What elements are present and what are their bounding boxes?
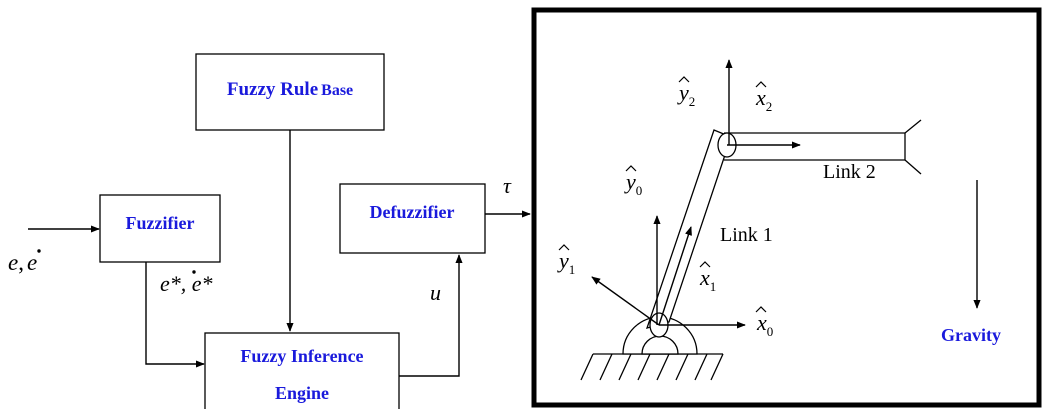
y2-label: y2 <box>677 76 695 109</box>
fuzzifier-label: Fuzzifier <box>126 213 195 233</box>
fuzzified-edot-dot <box>192 270 196 274</box>
link-2 <box>724 119 922 175</box>
frame-labels: x0 y0 x1 y1 x2 y2 <box>557 76 773 339</box>
fuzzified-label: e*, e* <box>160 271 213 296</box>
svg-text:x0: x0 <box>756 310 773 339</box>
svg-text:x2: x2 <box>755 85 772 114</box>
y1-axis-arrow <box>591 276 660 326</box>
svg-text:x1: x1 <box>699 265 716 294</box>
defuzzifier-label: Defuzzifier <box>370 202 455 222</box>
input-label: e,e <box>8 250 37 275</box>
inference-label-line1: Fuzzy Inference <box>240 346 363 366</box>
fuzzifier-to-inference-arrow <box>145 262 205 368</box>
inference-to-defuzzifier-arrow <box>399 254 463 377</box>
y1-label: y1 <box>557 244 575 277</box>
svg-text:y0: y0 <box>624 169 642 198</box>
robot-panel <box>531 7 1042 408</box>
tau-label: τ <box>503 173 512 198</box>
x0-label: x0 <box>755 306 773 339</box>
signal-connections <box>28 130 531 377</box>
ground-hatch <box>580 353 724 381</box>
inference-engine-block: Fuzzy Inference Engine <box>204 332 400 409</box>
link-2-label: Link 2 <box>823 161 876 183</box>
u-label: u <box>430 280 441 305</box>
input-edot-dot <box>37 249 41 253</box>
link-1-label: Link 1 <box>720 224 773 246</box>
x1-axis-arrow <box>658 226 692 326</box>
rule-base-label-base: Base <box>321 82 353 99</box>
svg-text:y1: y1 <box>557 248 575 277</box>
rule-base-label-main: Fuzzy Rule <box>227 79 318 100</box>
svg-text:y2: y2 <box>677 80 695 109</box>
x1-label: x1 <box>699 261 716 294</box>
fuzzifier-block: Fuzzifier <box>99 194 221 263</box>
x2-label: x2 <box>755 81 772 114</box>
y0-label: y0 <box>624 165 642 198</box>
gravity-label: Gravity <box>941 325 1001 345</box>
inference-label-line2: Engine <box>275 383 329 403</box>
defuzzifier-block: Defuzzifier <box>339 183 486 254</box>
